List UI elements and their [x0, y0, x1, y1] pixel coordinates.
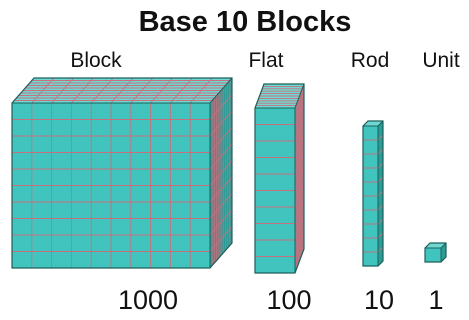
diagram-title: Base 10 Blocks	[139, 6, 352, 38]
unit-cube	[425, 243, 446, 262]
unit-cube-front-face	[425, 248, 441, 262]
flat-value: 100	[266, 285, 311, 315]
rod-value: 10	[364, 285, 394, 315]
block-label: Block	[70, 49, 122, 72]
thousand-cube	[12, 78, 232, 268]
unit-value: 1	[428, 285, 443, 315]
flat-label: Flat	[248, 49, 283, 72]
rod-label: Rod	[351, 49, 390, 72]
hundred-flat	[255, 84, 304, 273]
unit-label: Unit	[422, 49, 460, 72]
block-value: 1000	[118, 285, 178, 315]
ten-rod	[363, 121, 383, 266]
